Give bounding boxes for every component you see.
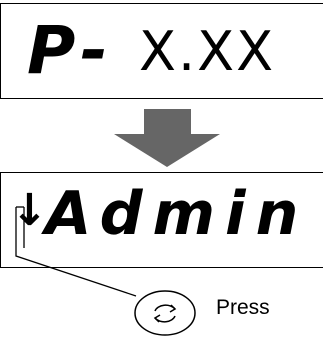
display-prefix: P- [27, 12, 114, 89]
press-label: Press [216, 296, 270, 319]
display-version: X.XX [139, 20, 276, 83]
rotate-arrows-icon [153, 304, 177, 323]
lcd-display-top: P- X.XX [0, 3, 323, 99]
